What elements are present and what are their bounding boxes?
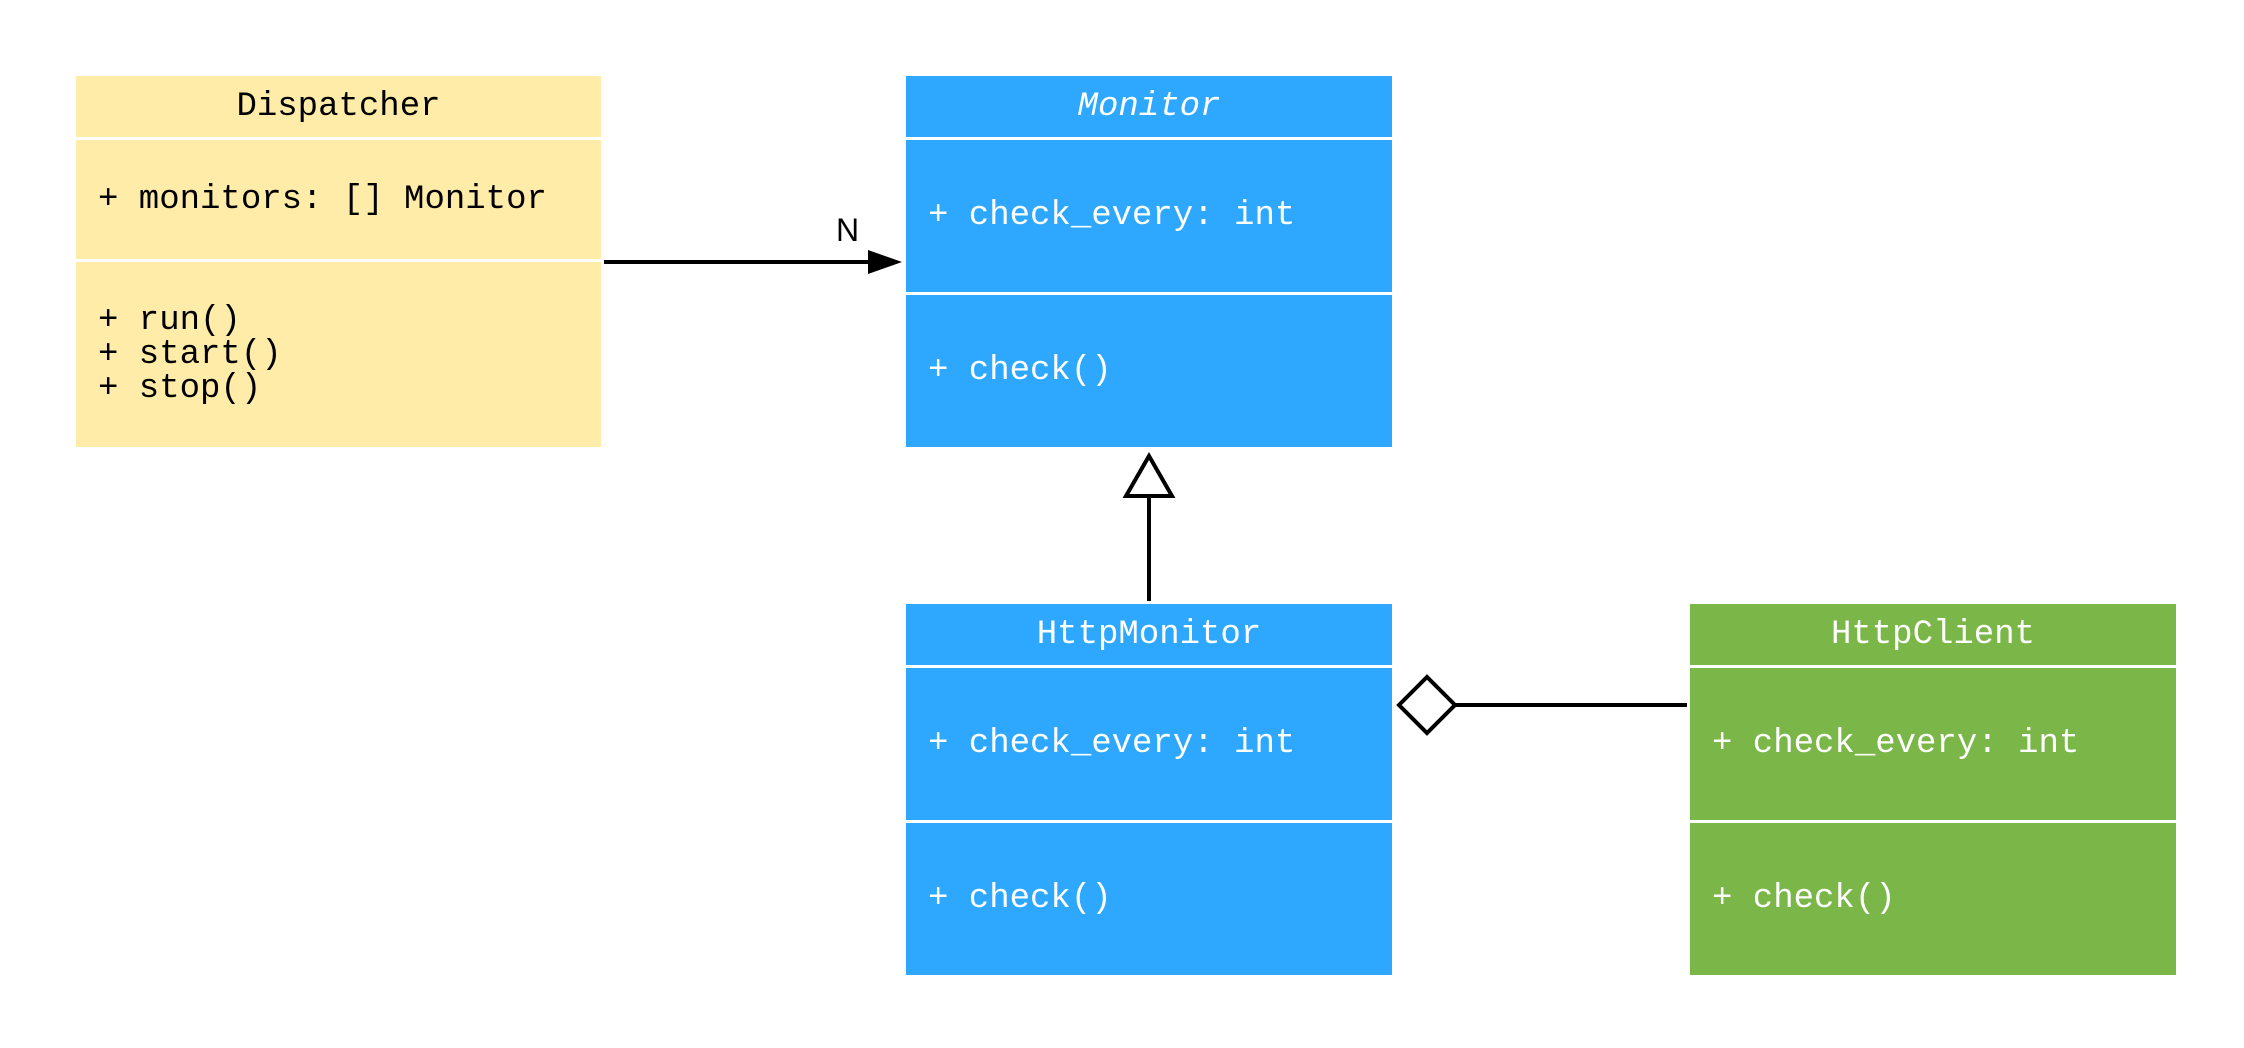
aggregation-connector [1396, 674, 1687, 736]
class-http-client: HttpClient + check_every: int + check() [1690, 604, 2176, 975]
class-methods: + check() [906, 823, 1392, 975]
class-methods: + check() [1690, 823, 2176, 975]
class-name: HttpClient [1690, 604, 2176, 665]
class-name: HttpMonitor [906, 604, 1392, 665]
class-name: Dispatcher [76, 76, 601, 137]
class-http-monitor: HttpMonitor + check_every: int + check() [906, 604, 1392, 975]
class-name: Monitor [906, 76, 1392, 137]
inheritance-arrow [1122, 451, 1176, 601]
class-methods: + check() [906, 295, 1392, 447]
class-attributes: + check_every: int [906, 668, 1392, 820]
multiplicity-label: N [836, 212, 860, 248]
association-arrow [604, 250, 902, 274]
class-attributes: + monitors: [] Monitor [76, 140, 601, 259]
class-attributes: + check_every: int [906, 140, 1392, 292]
class-methods: + run() + start() + stop() [76, 262, 601, 447]
class-monitor: Monitor + check_every: int + check() [906, 76, 1392, 447]
class-dispatcher: Dispatcher + monitors: [] Monitor + run(… [76, 76, 601, 447]
class-attributes: + check_every: int [1690, 668, 2176, 820]
